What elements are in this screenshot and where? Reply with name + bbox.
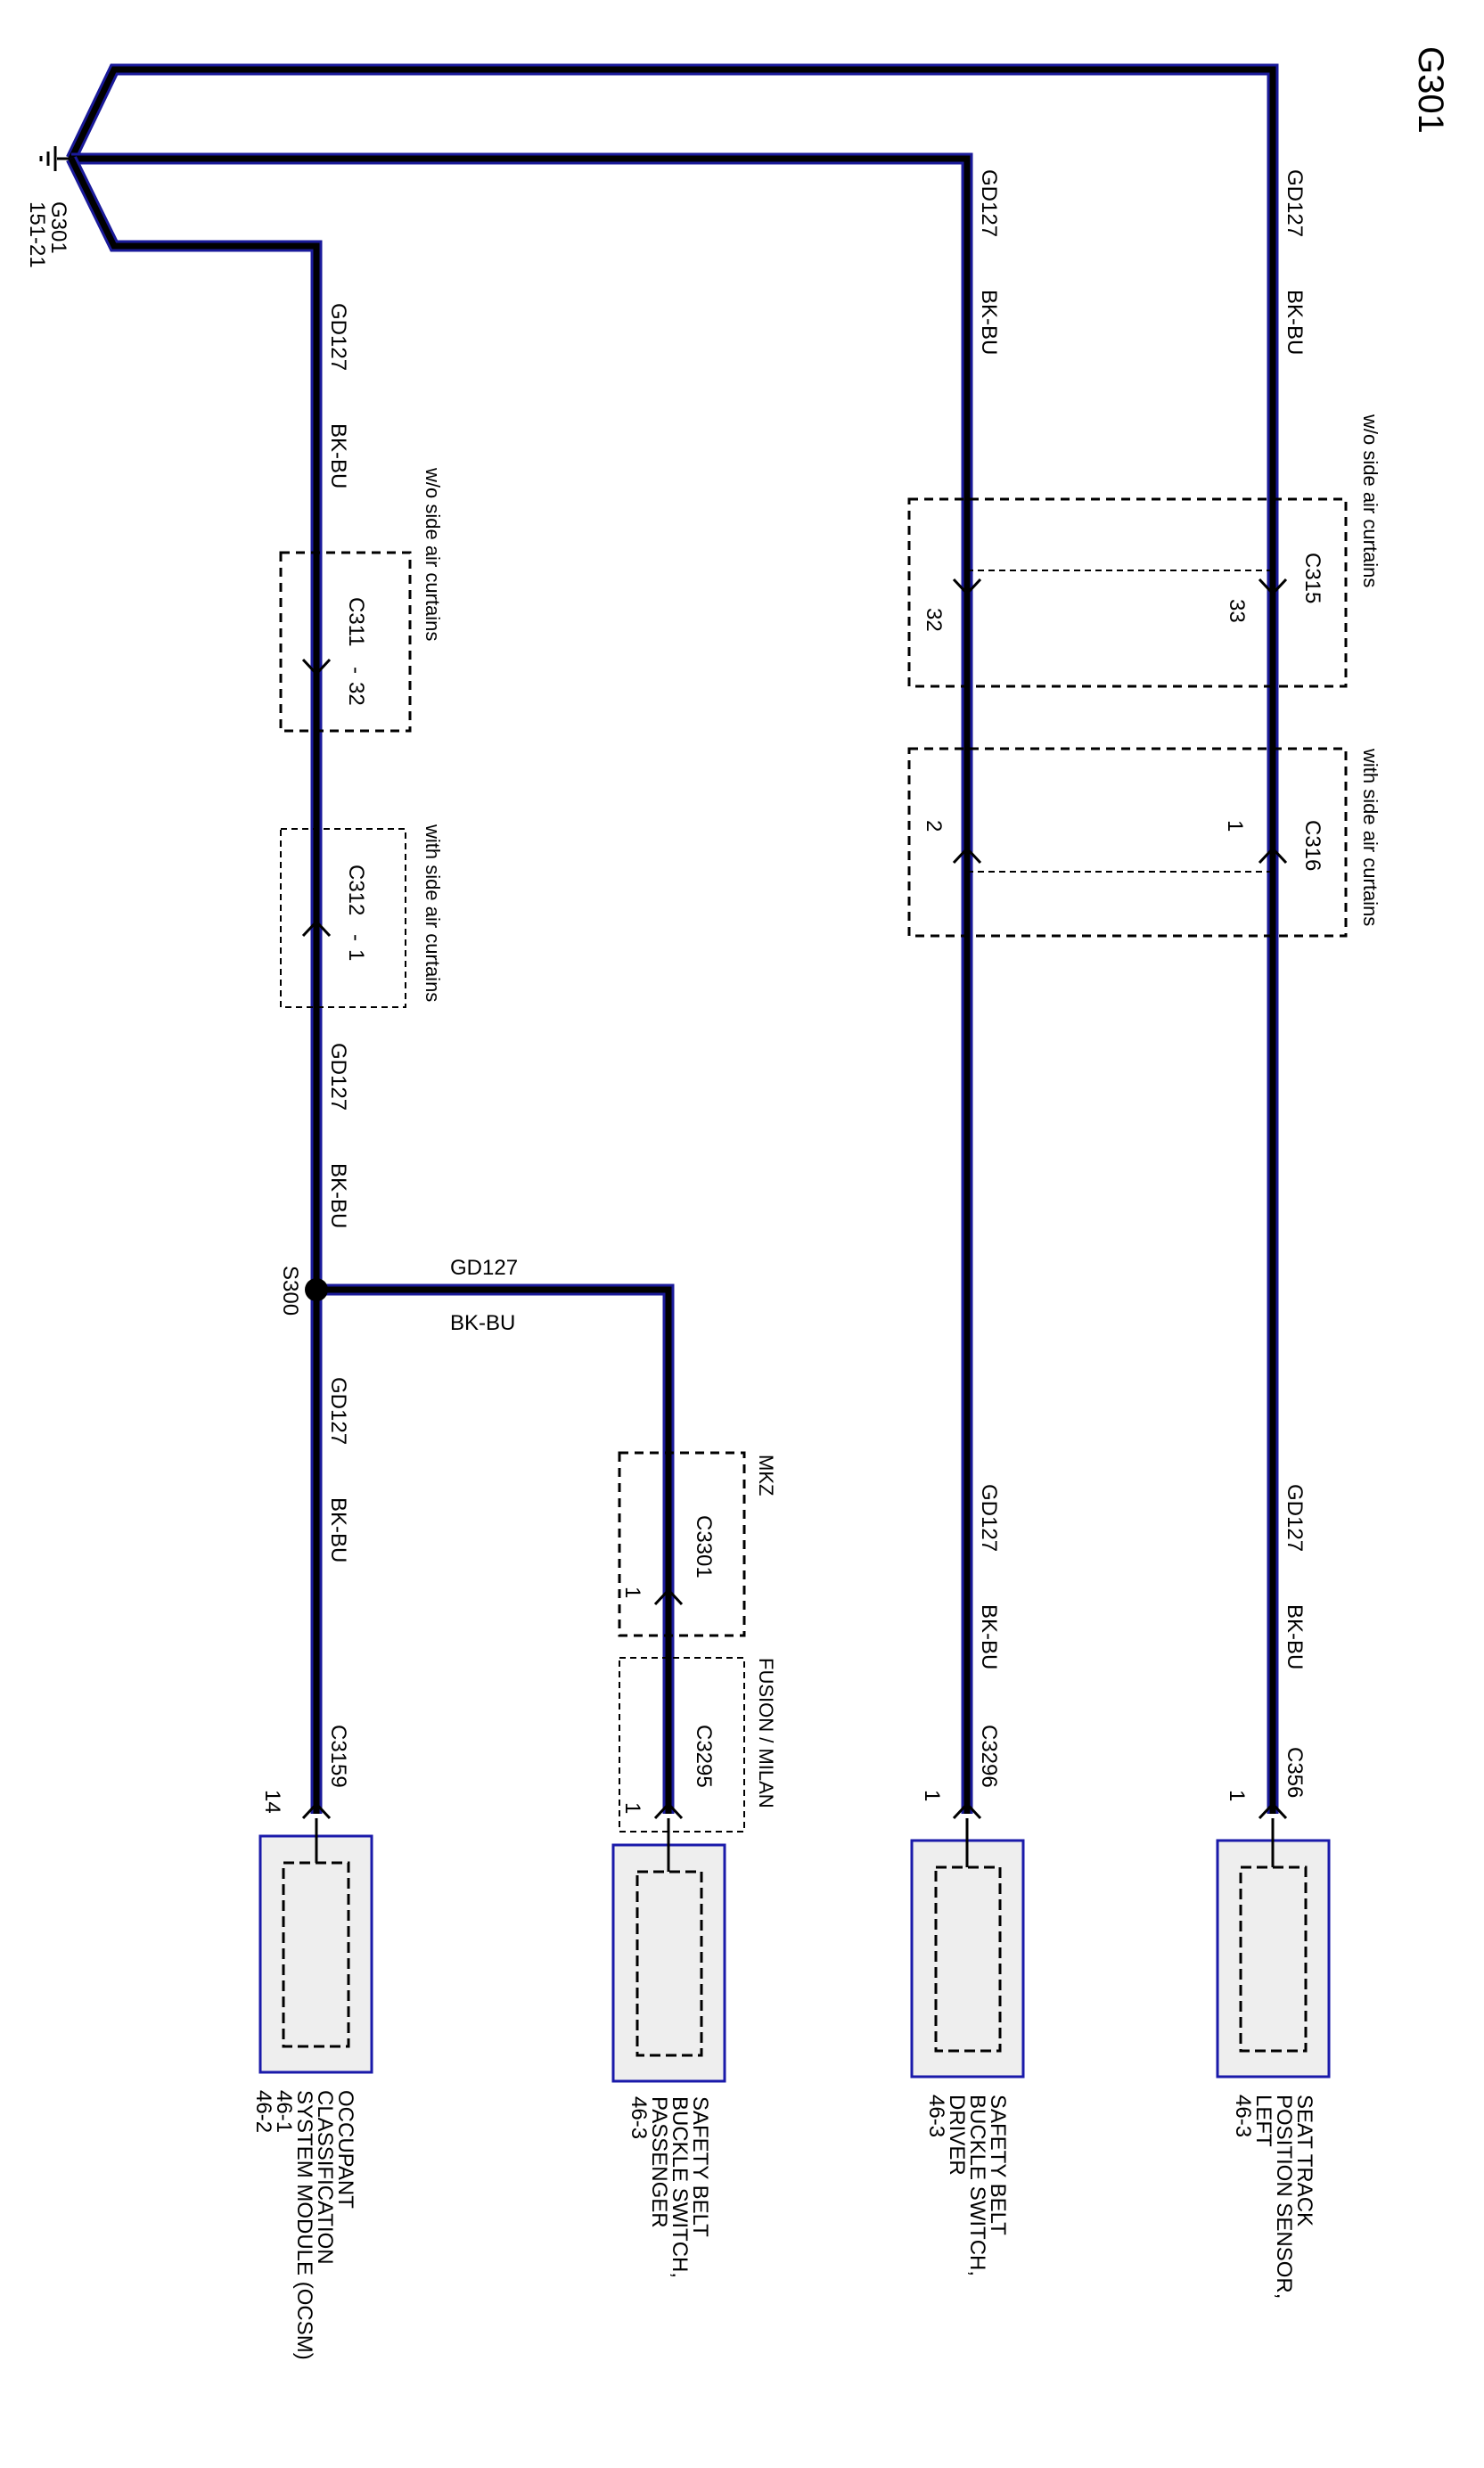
wire-circuit-label: GD127 (326, 1377, 350, 1445)
svg-text:46-3: 46-3 (627, 2096, 651, 2139)
wire-color-label: BK-BU (326, 1163, 350, 1228)
connector-c3295-name: C3295 (692, 1725, 716, 1788)
connector-c315-symbol-a (1258, 578, 1288, 596)
wire-circuit-label: GD127 (977, 1484, 1001, 1552)
connector-c316-name: C316 (1300, 820, 1324, 871)
connector-c315-pin-b: 32 (922, 608, 946, 632)
connector-c3301-symbol (653, 1587, 684, 1606)
component-driver-label: SAFETY BELT BUCKLE SWITCH, DRIVER 46-3 (924, 2095, 1010, 2276)
connector-c3295-pin: 1 (620, 1802, 644, 1814)
connector-c3301-pin: 1 (620, 1587, 644, 1598)
wire-color-label: BK-BU (1283, 290, 1307, 355)
connector-c3159-name: C3159 (326, 1725, 350, 1788)
svg-text:SAFETY BELT: SAFETY BELT (986, 2095, 1010, 2235)
component-ocsm-label: OCCUPANT CLASSIFICATION SYSTEM MODULE (O… (251, 2090, 357, 2360)
connector-c312-box (280, 828, 406, 1008)
wire-circuit-label: GD127 (326, 1043, 350, 1111)
splice-point (305, 1278, 328, 1301)
connector-c311-name: C311 (344, 597, 368, 647)
wire-circuit-label: GD127 (977, 169, 1001, 237)
wire-color-label: BK-BU (977, 1604, 1001, 1669)
wire-harness (66, 63, 1279, 1814)
svg-text:SEAT TRACK: SEAT TRACK (1292, 2095, 1316, 2226)
svg-text:POSITION SENSOR,: POSITION SENSOR, (1272, 2095, 1296, 2299)
connector-c3295-symbol (653, 1801, 684, 1820)
svg-text:PASSENGER: PASSENGER (647, 2096, 671, 2228)
connector-c356-symbol (1258, 1801, 1288, 1820)
connector-c3301-note: MKZ (755, 1455, 777, 1496)
svg-text:46-1: 46-1 (272, 2090, 296, 2133)
connector-c3159-pin: 14 (260, 1790, 284, 1814)
connector-c3301-name: C3301 (692, 1515, 716, 1578)
connector-c311-pin: 32 (344, 682, 368, 706)
wire-color-label: BK-BU (326, 1497, 350, 1562)
wire-color-label: BK-BU (977, 290, 1001, 355)
svg-text:-: - (344, 667, 368, 674)
component-passenger-label: SAFETY BELT BUCKLE SWITCH, PASSENGER 46-… (627, 2096, 712, 2278)
connector-c315-pin-a: 33 (1225, 599, 1249, 623)
diagram-title: G301 (1411, 46, 1450, 134)
connector-c3296-name: C3296 (977, 1725, 1001, 1788)
connector-c311-box (279, 551, 412, 733)
connector-c315-symbol-b (952, 578, 982, 596)
connector-c3295-note: FUSION / MILAN (755, 1658, 777, 1808)
svg-text:46-2: 46-2 (251, 2090, 275, 2133)
connector-c3296-symbol (952, 1801, 982, 1820)
svg-text:-: - (344, 934, 368, 941)
connector-c311-note: w/o side air curtains (422, 467, 444, 641)
connector-c315-box (907, 497, 1348, 688)
svg-text:DRIVER: DRIVER (945, 2095, 969, 2176)
connector-c316-note: with side air curtains (1359, 748, 1382, 926)
connector-c356-name: C356 (1283, 1747, 1307, 1798)
wire-color-label: BK-BU (326, 423, 350, 488)
wire-circuit-label: GD127 (450, 1256, 518, 1280)
connector-c316-pin-a: 1 (1223, 820, 1247, 832)
svg-text:BUCKLE SWITCH,: BUCKLE SWITCH, (965, 2095, 989, 2276)
wire-circuit-label: GD127 (1283, 169, 1307, 237)
connector-c312-symbol (301, 919, 332, 938)
wire-circuit-label: GD127 (1283, 1484, 1307, 1552)
ground-ref: 151-21 (25, 201, 49, 268)
connector-c312-note: with side air curtains (422, 824, 444, 1002)
svg-text:BUCKLE SWITCH,: BUCKLE SWITCH, (668, 2096, 692, 2278)
svg-text:46-3: 46-3 (1231, 2095, 1255, 2137)
connector-c315-name: C315 (1300, 553, 1324, 603)
connector-c356-pin: 1 (1225, 1790, 1249, 1801)
ground-id: G301 (46, 201, 70, 254)
connector-c312-pin: 1 (344, 949, 368, 961)
svg-text:46-3: 46-3 (924, 2095, 948, 2137)
component-driver-buckle (910, 1818, 1025, 2079)
component-seat-label: SEAT TRACK POSITION SENSOR, LEFT 46-3 (1231, 2095, 1316, 2299)
component-ocsm (258, 1818, 373, 2074)
connector-c316-pin-b: 2 (922, 820, 946, 832)
svg-text:SYSTEM MODULE (OCSM): SYSTEM MODULE (OCSM) (292, 2090, 316, 2360)
splice-label: S300 (278, 1266, 302, 1316)
connector-c312-name: C312 (344, 865, 368, 915)
svg-text:SAFETY BELT: SAFETY BELT (688, 2096, 712, 2237)
connector-c315-note: w/o side air curtains (1359, 414, 1382, 587)
component-seat-track-sensor (1216, 1818, 1331, 2079)
connector-c316-box (907, 747, 1348, 938)
connector-c316-symbol-a (1258, 846, 1288, 865)
connector-c3301-box (618, 1451, 746, 1637)
wire-color-label: BK-BU (450, 1311, 515, 1335)
svg-text:LEFT: LEFT (1251, 2095, 1275, 2147)
connector-c3296-pin: 1 (920, 1790, 944, 1801)
wire-circuit-label: GD127 (326, 303, 350, 371)
wire-color-label: BK-BU (1283, 1604, 1307, 1669)
ground-symbol (39, 146, 71, 171)
connector-c3159-symbol (301, 1801, 332, 1820)
component-passenger-buckle (611, 1818, 726, 2083)
svg-text:OCCUPANT: OCCUPANT (333, 2090, 357, 2209)
connector-c316-symbol-b (952, 846, 982, 865)
connector-c311-symbol (301, 658, 332, 676)
svg-text:CLASSIFICATION: CLASSIFICATION (313, 2090, 337, 2265)
